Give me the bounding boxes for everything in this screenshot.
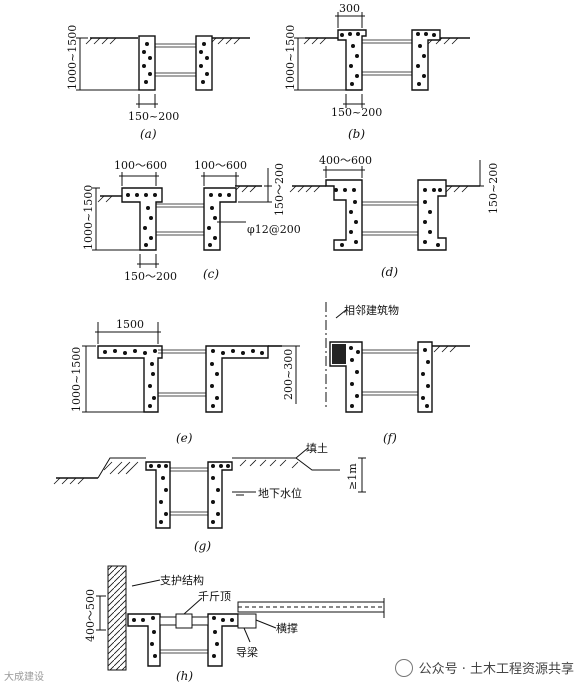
- panel-c-rebar: φ12@200: [247, 223, 301, 236]
- panel-d-caption: (d): [381, 265, 398, 279]
- panel-b-depth: 1000~1500: [284, 25, 297, 90]
- panel-e-width: 1500: [116, 318, 144, 331]
- panel-d: 400～600 150~200 (d): [289, 154, 500, 279]
- panel-d-width: 400～600: [319, 154, 372, 167]
- panel-c-width-right: 100～600: [194, 159, 247, 172]
- panel-g-caption: (g): [194, 539, 211, 553]
- panel-g-height: ≥1m: [346, 463, 359, 490]
- panel-g-fill: 填土: [306, 441, 328, 455]
- panel-a-thick: 150~200: [128, 110, 179, 123]
- panel-h-caption: (h): [176, 669, 193, 683]
- panel-g: 填土 地下水位 ≥1m (g): [53, 441, 366, 553]
- panel-a-caption: (a): [140, 127, 157, 141]
- panel-e: 1500 1000~1500 200~300 (e): [70, 318, 300, 445]
- panel-b-width: 300: [339, 2, 360, 15]
- panel-c-thick: 150～200: [124, 270, 177, 283]
- panel-b-thick: 150~200: [331, 106, 382, 119]
- panel-c-depth: 1000~1500: [82, 185, 95, 250]
- panel-f-neighbor: 相邻建筑物: [344, 303, 399, 317]
- panel-e-depth: 1000~1500: [70, 347, 83, 412]
- panel-f: 相邻建筑物 (f): [325, 302, 470, 445]
- panel-h-beam: 导梁: [236, 645, 258, 659]
- panel-b: 300 1000~1500 150~200 (b): [284, 2, 470, 141]
- panel-d-ledge: 150~200: [487, 163, 500, 214]
- panel-h-support: 支护结构: [160, 573, 204, 587]
- panel-b-caption: (b): [348, 127, 365, 141]
- watermark: 公众号 · 土木工程资源共享: [394, 658, 574, 677]
- panel-e-ledge: 200~300: [282, 349, 295, 400]
- watermark-text: 公众号 · 土木工程资源共享: [418, 662, 574, 677]
- panel-h-height: 400～500: [84, 589, 97, 642]
- panel-h-jack: 千斤顶: [198, 590, 231, 603]
- panel-g-water: 地下水位: [258, 486, 302, 500]
- corner-logo: 大成建设: [4, 672, 44, 683]
- panel-a-depth: 1000~1500: [66, 25, 79, 90]
- wechat-icon: [394, 658, 413, 677]
- panel-a: 1000~1500 150~200 (a): [66, 25, 250, 141]
- panel-h-strut: 横撑: [276, 621, 298, 635]
- panel-c-ledge: 150～200: [273, 163, 286, 216]
- panel-c: 100～600 100～600 150～200 1000~1500 φ12@20…: [82, 159, 301, 283]
- panel-e-caption: (e): [176, 431, 193, 445]
- panel-f-caption: (f): [383, 431, 397, 445]
- panel-c-width-left: 100～600: [114, 159, 167, 172]
- panel-c-caption: (c): [203, 267, 219, 281]
- panel-h: 支护结构 400～500 千斤顶 横撑 导梁 (h): [84, 565, 385, 683]
